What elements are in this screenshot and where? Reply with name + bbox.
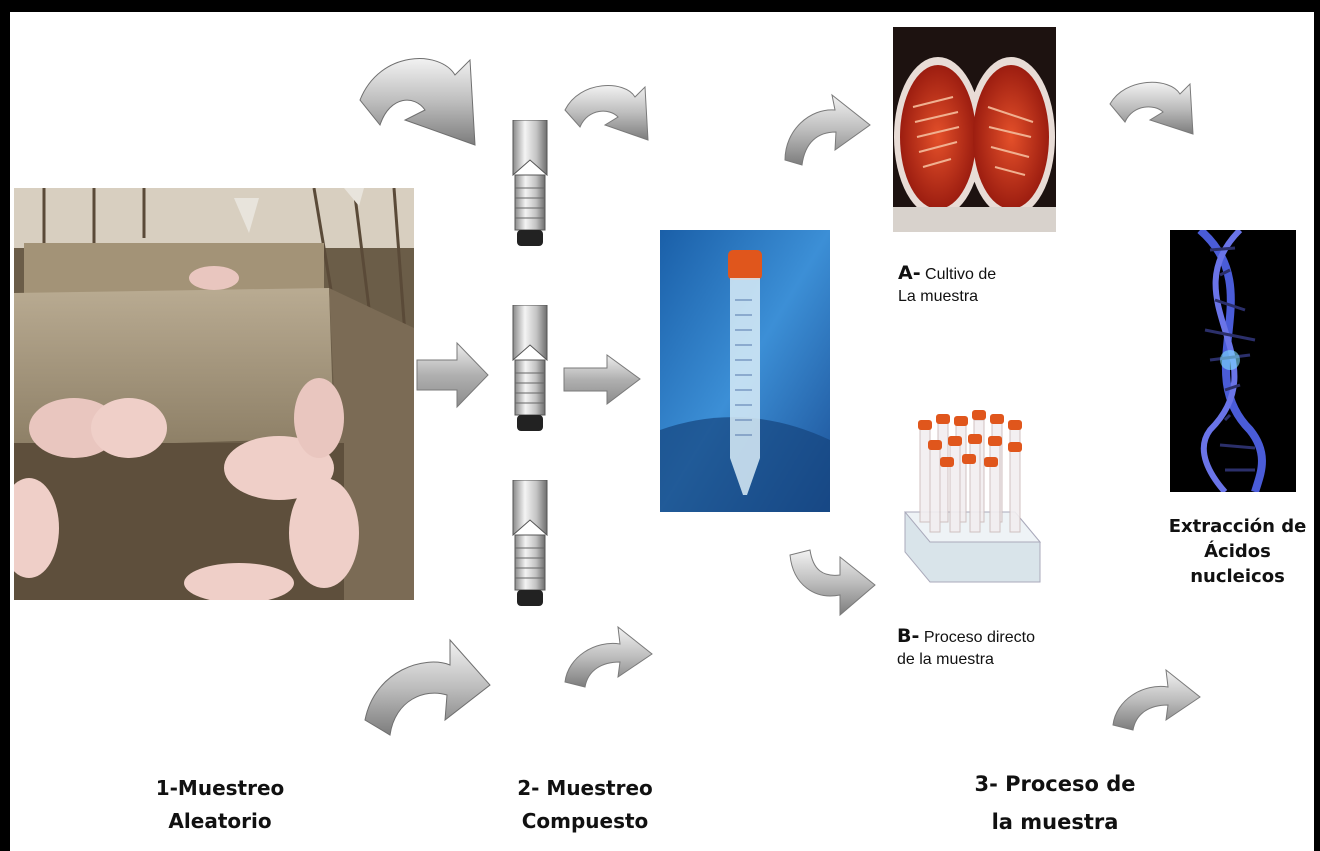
curved-arrow-bottom-right	[1108, 665, 1203, 735]
conical-tube-photo	[660, 230, 830, 512]
dna-helix-photo	[1170, 230, 1296, 492]
curved-arrow-bottom-left	[355, 630, 495, 740]
stage-3-label: 3- Proceso de la muestra	[945, 765, 1165, 841]
branch-a-line2: La muestra	[898, 286, 996, 308]
straight-arrow-pigs-to-nipple	[415, 340, 490, 410]
stage-2-line2: Compuesto	[485, 805, 685, 838]
branch-b-line2: de la muestra	[897, 649, 1035, 671]
branch-b-line1: Proceso directo	[924, 629, 1035, 646]
drinker-nipple-middle	[505, 305, 555, 435]
curved-arrow-to-direct	[785, 545, 880, 625]
pig-pen-photo	[14, 188, 414, 600]
final-label: Extracción de Ácidos nucleicos	[1155, 514, 1320, 589]
branch-a-label: A- Cultivo de La muestra	[898, 262, 996, 308]
branch-b-prefix: B-	[897, 625, 919, 647]
tube-rack-photo	[900, 402, 1045, 585]
petri-dishes-photo	[893, 27, 1056, 232]
curved-arrow-bottom-mid	[560, 622, 655, 692]
branch-a-prefix: A-	[898, 262, 921, 284]
branch-b-label: B- Proceso directo de la muestra	[897, 625, 1035, 671]
drinker-nipple-bottom	[505, 480, 555, 610]
stage-1-line1: 1-Muestreo	[120, 772, 320, 805]
final-line2: Ácidos	[1155, 539, 1320, 564]
curved-arrow-to-culture	[780, 90, 875, 170]
drinker-nipple-top	[505, 120, 555, 250]
stage-3-line2: la muestra	[945, 803, 1165, 841]
curved-arrow-top-left	[350, 40, 490, 170]
final-line1: Extracción de	[1155, 514, 1320, 539]
curved-arrow-top-right	[1105, 72, 1205, 142]
stage-1-label: 1-Muestreo Aleatorio	[120, 772, 320, 838]
stage-2-label: 2- Muestreo Compuesto	[485, 772, 685, 838]
stage-1-line2: Aleatorio	[120, 805, 320, 838]
final-line3: nucleicos	[1155, 564, 1320, 589]
branch-a-line1: Cultivo de	[925, 266, 996, 283]
stage-3-line1: 3- Proceso de	[945, 765, 1165, 803]
straight-arrow-nipple-to-tube	[562, 352, 642, 407]
curved-arrow-top-mid	[560, 75, 660, 150]
stage-2-line1: 2- Muestreo	[485, 772, 685, 805]
